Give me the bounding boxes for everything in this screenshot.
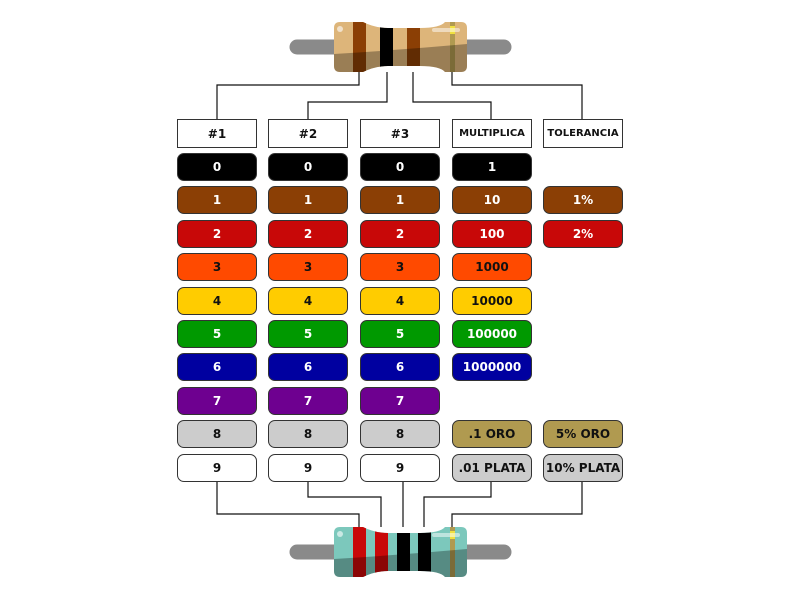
digit-cell-band1-6: 6: [177, 353, 257, 382]
multiplier-cell: 1: [452, 153, 532, 181]
digit-cell-band3-7: 7: [360, 386, 440, 415]
multiplier-cell: 10000: [452, 286, 532, 315]
resistor-band-black: [380, 22, 393, 72]
wire-bottom-multiplier: [423, 481, 492, 527]
multiplier-cell: 10: [452, 186, 532, 215]
tolerance-cell: 5% ORO: [543, 420, 623, 449]
wire-top-band2: [307, 72, 388, 119]
resistor-body: [334, 22, 467, 72]
multiplier-cell: 1000: [452, 253, 532, 282]
multiplier-cell: 1000000: [452, 353, 532, 382]
digit-cell-band2-8: 8: [268, 420, 348, 449]
digit-cell-band1-8: 8: [177, 420, 257, 449]
column-header-4: TOLERANCIA: [543, 119, 623, 148]
digit-cell-band3-3: 3: [360, 253, 440, 282]
resistor-shadow: [334, 549, 467, 577]
digit-cell-band2-9: 9: [268, 453, 348, 482]
digit-cell-band3-6: 6: [360, 353, 440, 382]
resistor-shadow: [334, 44, 467, 72]
resistor-top: [289, 22, 512, 72]
wire-top-band3: [412, 72, 492, 119]
digit-cell-band3-1: 1: [360, 186, 440, 215]
digit-cell-band1-5: 5: [177, 320, 257, 348]
tolerance-cell: 2%: [543, 219, 623, 248]
resistor-tolerance-band: [450, 527, 455, 577]
column-header-2: #3: [360, 119, 440, 148]
digit-cell-band2-5: 5: [268, 320, 348, 348]
resistor-band-brown: [353, 22, 366, 72]
multiplier-cell: 100000: [452, 320, 532, 348]
digit-cell-band3-9: 9: [360, 453, 440, 482]
tolerance-cell: 1%: [543, 186, 623, 215]
wire-bottom-band2: [307, 481, 382, 527]
digit-cell-band1-3: 3: [177, 253, 257, 282]
resistor-band-brown: [407, 22, 420, 72]
wire-top-tolerance: [451, 72, 583, 119]
resistor-bottom: [289, 527, 512, 577]
digit-cell-band1-2: 2: [177, 219, 257, 248]
multiplier-cell: .01 PLATA: [452, 453, 532, 482]
digit-cell-band3-8: 8: [360, 420, 440, 449]
column-header-0: #1: [177, 119, 257, 148]
tolerance-cell: 10% PLATA: [543, 453, 623, 482]
multiplier-cell: .1 ORO: [452, 420, 532, 449]
wire-bottom-tolerance: [451, 481, 583, 527]
digit-cell-band2-4: 4: [268, 286, 348, 315]
wire-bottom-band1: [216, 481, 360, 527]
digit-cell-band2-1: 1: [268, 186, 348, 215]
wire-top-band1: [216, 72, 360, 119]
digit-cell-band1-7: 7: [177, 386, 257, 415]
multiplier-cell: 100: [452, 219, 532, 248]
resistor-band-black: [418, 527, 431, 577]
digit-cell-band3-4: 4: [360, 286, 440, 315]
digit-cell-band2-2: 2: [268, 219, 348, 248]
digit-cell-band1-1: 1: [177, 186, 257, 215]
digit-cell-band3-0: 0: [360, 153, 440, 181]
digit-cell-band2-6: 6: [268, 353, 348, 382]
resistor-tolerance-band: [450, 22, 455, 72]
digit-cell-band3-5: 5: [360, 320, 440, 348]
column-header-1: #2: [268, 119, 348, 148]
digit-cell-band1-4: 4: [177, 286, 257, 315]
resistor-band-red: [375, 527, 388, 577]
digit-cell-band1-9: 9: [177, 453, 257, 482]
digit-cell-band2-7: 7: [268, 386, 348, 415]
digit-cell-band1-0: 0: [177, 153, 257, 181]
digit-cell-band3-2: 2: [360, 219, 440, 248]
digit-cell-band2-0: 0: [268, 153, 348, 181]
digit-cell-band2-3: 3: [268, 253, 348, 282]
column-header-3: MULTIPLICA: [452, 119, 532, 148]
connector-lines: [216, 72, 583, 527]
resistor-band-black: [397, 527, 410, 577]
resistor-band-red: [353, 527, 366, 577]
